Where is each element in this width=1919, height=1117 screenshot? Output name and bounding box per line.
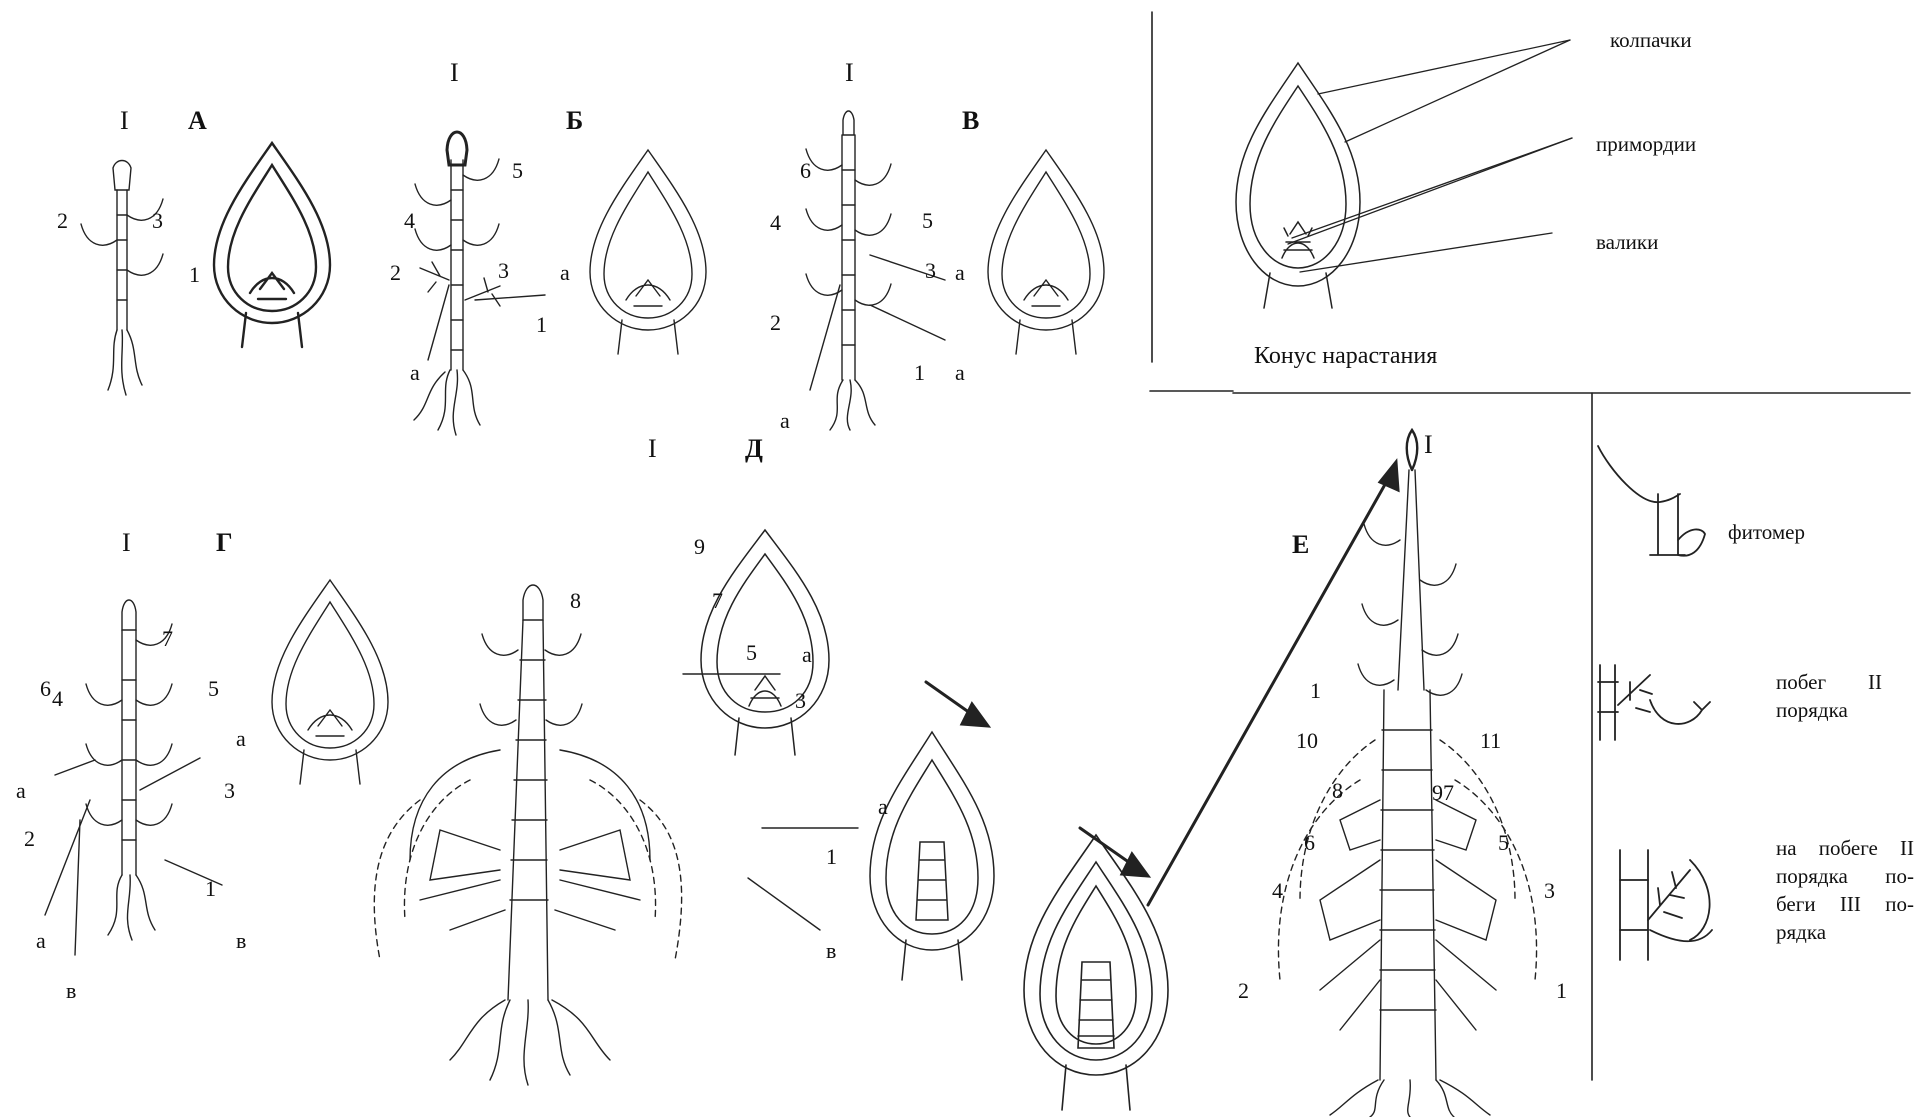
panel-g-label-a-left-lower: а (36, 930, 46, 952)
panel-e-number-1-top: 1 (1310, 680, 1321, 702)
panel-a-letter: А (188, 108, 207, 134)
panel-v-number-4: 4 (770, 212, 781, 234)
legend-shoot2-icon (1598, 665, 1710, 740)
legend-shoot3-line3: беги III по- (1776, 892, 1914, 918)
panel-b-number-4: 4 (404, 210, 415, 232)
panel-e-number-97: 97 (1432, 782, 1454, 804)
panel-g-letter: Г (216, 530, 233, 556)
panel-d-number-8: 8 (570, 590, 581, 612)
panel-e-number-8: 8 (1332, 780, 1343, 802)
panel-b-number-2: 2 (390, 262, 401, 284)
panel-v-number-2: 2 (770, 312, 781, 334)
pointer-line-d3 (748, 878, 820, 930)
panel-e-number-6: 6 (1304, 832, 1315, 854)
panel-e-number-11: 11 (1480, 730, 1501, 752)
panel-g-number-3: 3 (224, 780, 235, 802)
panel-g-number-1: 1 (205, 878, 216, 900)
plant-panel-a (81, 161, 163, 396)
growth-cone-illustration (1236, 63, 1360, 308)
panel-e-number-4: 4 (1272, 880, 1283, 902)
panel-b-number-5: 5 (512, 160, 523, 182)
legend-phytomer-icon (1598, 446, 1705, 556)
panel-b-letter: Б (566, 108, 583, 134)
panel-a-number-1: 1 (189, 264, 200, 286)
legend-shoot3-line2: порядка по- (1776, 864, 1914, 890)
panel-v-label-a-upper: а (955, 262, 965, 284)
legend-phytomer-label: фитомер (1728, 520, 1805, 546)
panel-b-label-a-side: а (560, 262, 570, 284)
cone-label-caps: колпачки (1610, 28, 1692, 54)
panel-e-number-1-bottom: 1 (1556, 980, 1567, 1002)
arrow-d-to-e (926, 682, 988, 726)
panel-v-number-5: 5 (922, 210, 933, 232)
panel-g-label-v-left: в (66, 980, 76, 1002)
cone-label-primordia: примордии (1596, 132, 1696, 158)
panel-v-number-6: 6 (800, 160, 811, 182)
panel-v-roman: I (845, 60, 854, 86)
panel-e-letter: Е (1292, 532, 1309, 558)
arrow-to-plant-e (1148, 462, 1398, 905)
panel-v-number-1: 1 (914, 362, 925, 384)
panel-d-roman: I (648, 436, 657, 462)
panel-d-cone-number-3: 3 (795, 690, 806, 712)
panel-b-roman: I (450, 60, 459, 86)
plant-panel-e (1278, 430, 1536, 1117)
cone-box-title: Конус нарастания (1254, 344, 1437, 368)
panel-g-number-2: 2 (24, 828, 35, 850)
panel-g-number-5: 5 (208, 678, 219, 700)
panel-b-number-1: 1 (536, 314, 547, 336)
panel-v-label-a-lower: а (955, 362, 965, 384)
cone-label-ridges: валики (1596, 230, 1658, 256)
panel-e-number-3: 3 (1544, 880, 1555, 902)
panel-d-cone-label-a-upper: а (802, 644, 812, 666)
panel-v-label-a-bottom: а (780, 410, 790, 432)
cone-callout-lines (1288, 40, 1572, 272)
panel-e-number-10: 10 (1296, 730, 1318, 752)
panel-v-letter: В (962, 108, 979, 134)
arrow-to-cone-e (1080, 828, 1148, 876)
panel-g-label-a-right: а (236, 728, 246, 750)
panel-d-cone-number-9: 9 (694, 536, 705, 558)
panel-a-number-2: 2 (57, 210, 68, 232)
legend-shoot2-word: побег (1776, 670, 1826, 696)
cone-panel-a (214, 143, 330, 347)
panel-d-cone-number-1: 1 (826, 846, 837, 868)
panel-a-number-3: 3 (152, 210, 163, 232)
panel-g-roman: I (122, 530, 131, 556)
panel-d-cone-label-a-lower: а (878, 796, 888, 818)
panel-g-number-7: 7 (162, 628, 173, 650)
panel-d-letter: Д (745, 436, 763, 462)
panel-g-number-4: 4 (52, 688, 63, 710)
cone-panel-v (988, 150, 1104, 354)
panel-e-number-2: 2 (1238, 980, 1249, 1002)
panel-a-roman: I (120, 108, 129, 134)
plant-panel-d (374, 585, 681, 1085)
panel-b-label-a-bottom: а (410, 362, 420, 384)
legend-shoot2-roman: II (1868, 670, 1882, 696)
panel-e-roman: I (1424, 432, 1433, 458)
panel-d-cone-label-v: в (826, 940, 836, 962)
legend-shoot3-icon (1620, 850, 1712, 960)
panel-g-number-6: 6 (40, 678, 51, 700)
plant-panel-b (414, 132, 545, 435)
panel-g-label-a-left-upper: а (16, 780, 26, 802)
cone-panel-b (590, 150, 706, 354)
panel-v-number-3: 3 (925, 260, 936, 282)
panel-b-number-3: 3 (498, 260, 509, 282)
panel-d-cone-number-7: 7 (712, 590, 723, 612)
panel-d-cone-number-5: 5 (746, 642, 757, 664)
cone-panel-d-lower (870, 732, 994, 980)
legend-shoot3-line4: рядка (1776, 920, 1826, 946)
legend-shoot2-order: порядка (1776, 698, 1848, 724)
legend-shoot3-line1: на побеге II (1776, 836, 1914, 862)
panel-e-number-5: 5 (1498, 832, 1509, 854)
cone-panel-g (272, 580, 388, 784)
plant-panel-g (45, 600, 222, 955)
panel-g-label-v-right: в (236, 930, 246, 952)
